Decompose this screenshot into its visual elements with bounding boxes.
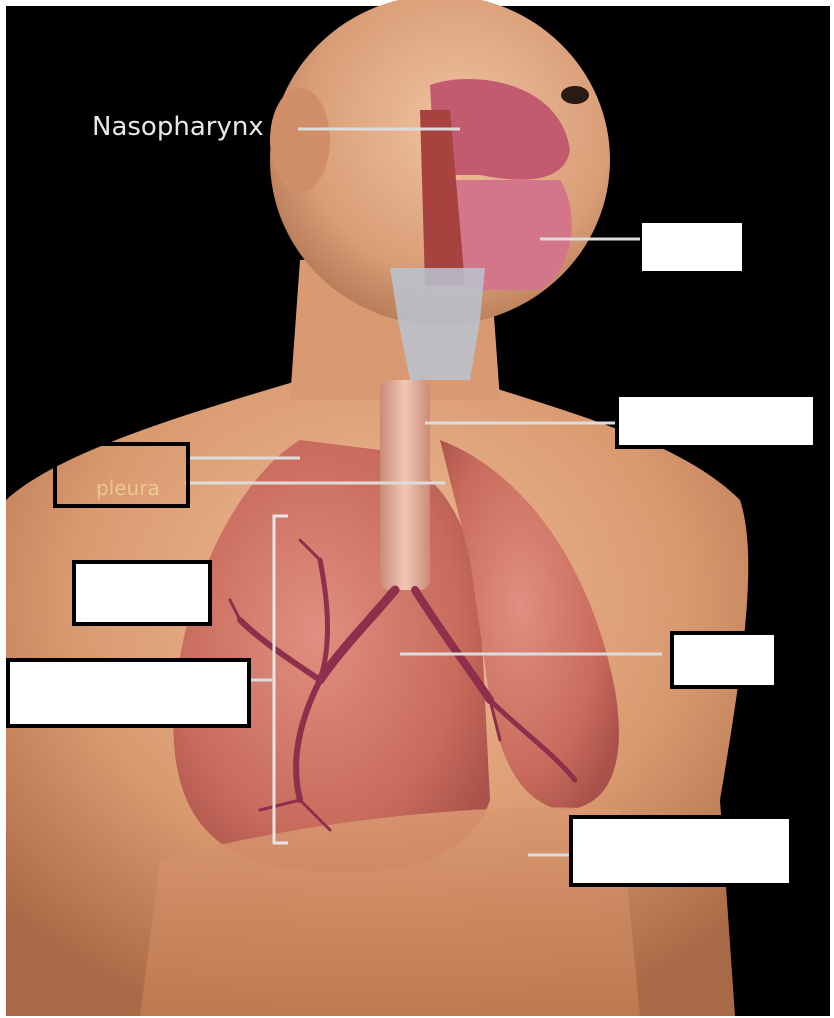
answer-box-diaphragm[interactable]	[569, 815, 793, 887]
answer-box-trachea[interactable]	[615, 393, 817, 449]
answer-box-lung[interactable]	[670, 631, 778, 689]
answer-box-mouth[interactable]	[640, 221, 744, 273]
nasopharynx-label: Nasopharynx	[92, 112, 264, 142]
answer-box-upper-left[interactable]	[72, 560, 212, 626]
answer-box-bronchi[interactable]	[6, 658, 251, 728]
eye	[561, 86, 589, 104]
answer-box-pleura[interactable]	[53, 442, 190, 508]
ear	[270, 88, 330, 192]
trachea	[380, 380, 430, 590]
